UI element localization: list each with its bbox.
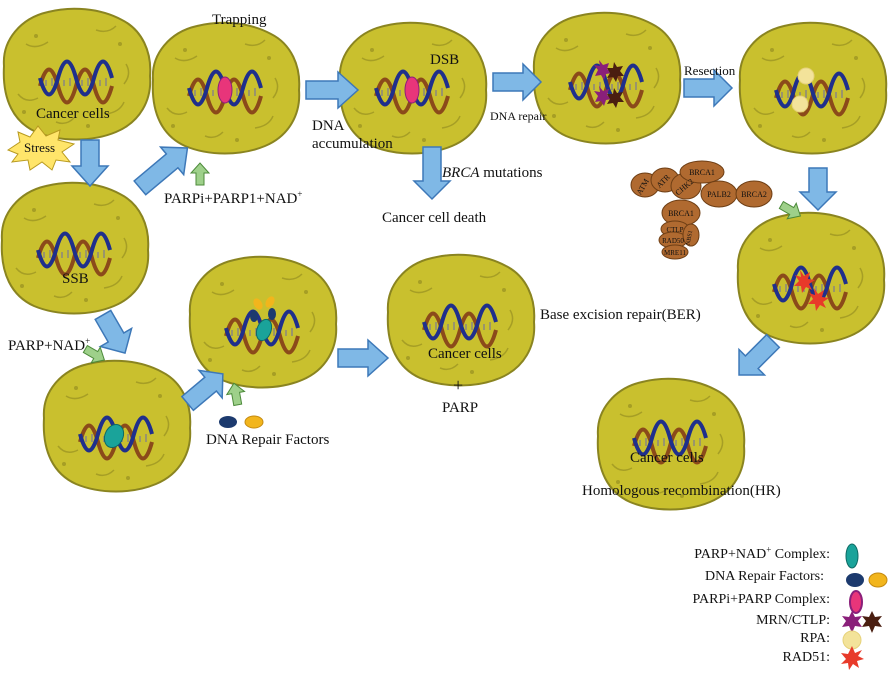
label-plus-sign: + (453, 375, 464, 395)
cell-repair-factors (188, 255, 338, 389)
label-stress: Stress (24, 140, 56, 155)
mrn-ctlp-purple-icon (594, 60, 612, 80)
label-resection: Resection (684, 63, 736, 78)
dna-repair-factor-navy-icon (250, 310, 258, 322)
arrow-parp-to-repair (180, 369, 224, 412)
rad51-icon (808, 288, 829, 311)
protein-cluster (630, 160, 773, 260)
protein-nbs1 (682, 223, 700, 247)
label-cancer-cells-start: Cancer cells (36, 106, 110, 122)
protein-mre11 (661, 244, 689, 260)
label-ssb: SSB (62, 271, 89, 287)
label-parp-nad: PARP+NAD+ (8, 336, 91, 355)
legend-rad51-icon (841, 646, 864, 670)
label-brca-mutations: BRCA mutations (442, 165, 543, 181)
cell-parp-nad (42, 359, 192, 493)
label-dna-repair: DNA repair (490, 109, 547, 123)
dna-repair-factor-orange-icon (253, 298, 263, 310)
label-parp: PARP (442, 400, 479, 416)
legend-rpa: RPA: (800, 631, 830, 646)
small-arrow-repair-factors (225, 382, 246, 407)
arrow-cell-to-trapping (305, 70, 360, 110)
protein-label-brca1-mid: BRCA1 (668, 209, 694, 218)
stress-burst-icon (6, 125, 76, 171)
legend-teal-ellipse-icon (845, 543, 859, 569)
cell-rad51 (736, 211, 886, 345)
cell-resection (738, 21, 888, 155)
arrow-dsb-to-resection (683, 68, 734, 108)
dna-repair-factor-navy-icon (268, 308, 276, 320)
cell-trapping (151, 21, 301, 155)
label-dna-repair-factors: DNA Repair Factors (206, 432, 330, 448)
rpa-icon (797, 67, 815, 85)
small-arrow-proteins (778, 200, 802, 220)
protein-label-nbs1: NBS1 (686, 230, 694, 245)
arrow-ssb-down (94, 309, 133, 354)
parpi-parp-complex-icon (217, 76, 233, 104)
cell-ber-result (386, 253, 536, 387)
legend-dna-repair-factors: DNA Repair Factors: (705, 569, 824, 584)
protein-brca1-top (679, 160, 725, 184)
small-arrow-parpi (189, 162, 211, 186)
arrow-trapping-to-dsb (492, 62, 543, 102)
label-cancer-cells-hr: Cancer cells (630, 450, 704, 466)
label-homologous-recombination: Homologous recombination(HR) (582, 483, 781, 499)
protein-label-rad50: RAD50 (662, 237, 684, 245)
legend-navy-ellipse-icon (846, 573, 864, 587)
protein-label-mre11: MRE11 (664, 249, 686, 257)
label-cancer-cell-death: Cancer cell death (382, 210, 487, 226)
parpi-parp-complex-icon (404, 76, 420, 104)
protein-label-palb2: PALB2 (707, 190, 731, 199)
small-arrow-parp-nad (82, 344, 106, 364)
protein-brca2 (735, 180, 773, 208)
protein-label-brca1-top: BRCA1 (689, 168, 715, 177)
arrow-ssb-to-trapping (133, 146, 189, 196)
cell-dna-repair (532, 11, 682, 145)
label-trapping: Trapping (212, 12, 267, 28)
label-accumulation: accumulation (312, 136, 393, 152)
legend-mrn-ctlp: MRN/CTLP: (756, 613, 830, 628)
label-parpi-parp1-nad: PARPi+PARP1+NAD+ (164, 189, 303, 208)
legend-parp-nad-complex: PARP+NAD+ Complex: (694, 544, 830, 562)
arrow-rad51-to-hr (738, 333, 781, 376)
dna-repair-factor-orange-icon (244, 415, 264, 429)
label-cancer-cells-ber: Cancer cells (428, 346, 502, 362)
rad51-icon (794, 270, 815, 293)
arrow-dsb-down-death (412, 146, 452, 201)
cell-ssb (0, 181, 150, 315)
mrn-ctlp-brown-icon (607, 62, 624, 82)
protein-label-ctlp: CTLP (666, 226, 683, 234)
dna-repair-factor-orange-icon (265, 296, 275, 308)
legend-purple-star-icon (842, 611, 862, 633)
mrn-ctlp-brown-icon (607, 88, 624, 108)
legend-brown-star-icon (862, 611, 882, 633)
mrn-ctlp-purple-icon (594, 86, 612, 106)
legend-orange-ellipse-icon (868, 572, 888, 588)
label-base-excision-repair: Base excision repair(BER) (540, 307, 701, 323)
rpa-icon (791, 95, 809, 113)
label-dna: DNA (312, 118, 345, 134)
cell-dsb (338, 21, 488, 155)
legend-purple-pink-ellipse-icon (849, 590, 863, 614)
arrow-resection-down (798, 167, 838, 212)
protein-label-brca2: BRCA2 (741, 190, 767, 199)
parp-nad-complex-icon (103, 423, 125, 449)
legend-parpi-parp-complex: PARPi+PARP Complex: (692, 592, 830, 607)
arrow-repair-to-ber (337, 338, 390, 378)
arrow-cancer-down (70, 139, 110, 188)
legend-rad51: RAD51: (782, 650, 830, 665)
dna-repair-factor-navy-icon (219, 416, 237, 428)
label-dsb: DSB (430, 52, 460, 68)
parp-nad-complex-icon (255, 318, 273, 342)
